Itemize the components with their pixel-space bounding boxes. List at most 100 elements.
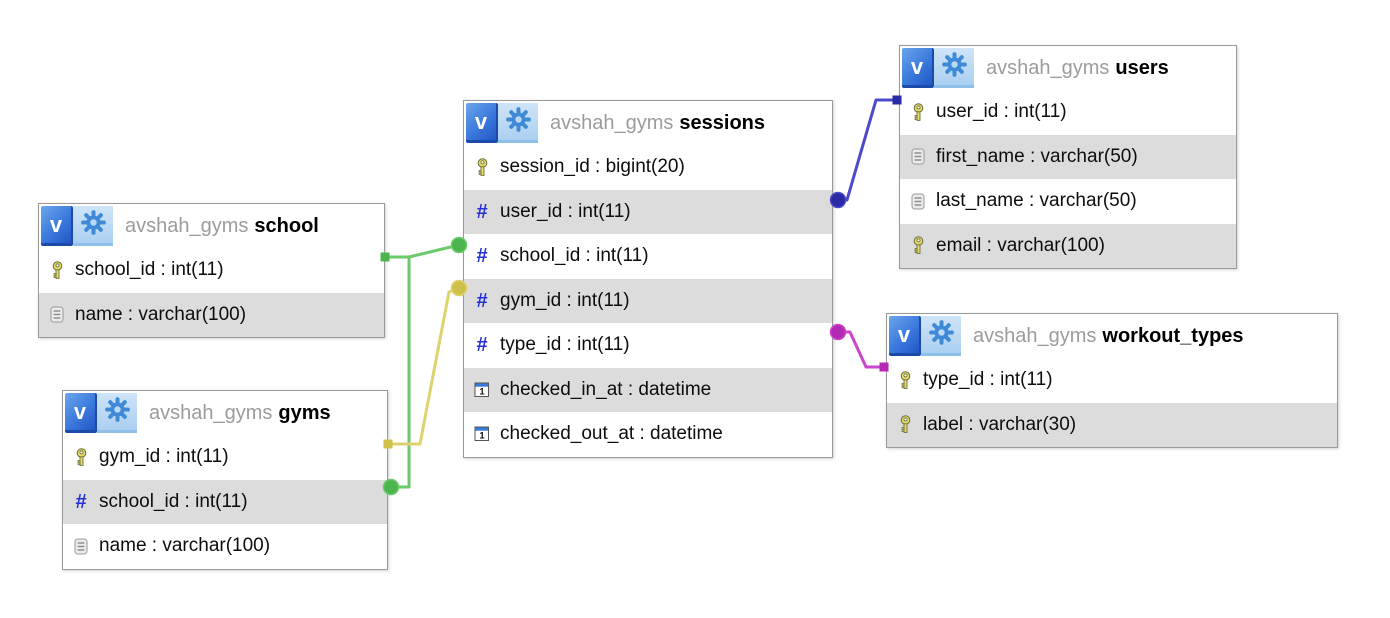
primary-key-icon <box>908 102 928 122</box>
numeric-column-icon: # <box>75 490 87 513</box>
column-row-sessions-checked_in_at[interactable]: 1 checked_in_at : datetime <box>464 367 832 412</box>
column-row-workout_types-label[interactable]: label : varchar(30) <box>887 402 1337 447</box>
column-definition: gym_id : int(11) <box>500 289 630 311</box>
text-column-icon <box>908 148 928 165</box>
column-row-sessions-checked_out_at[interactable]: 1 checked_out_at : datetime <box>464 412 832 457</box>
database-name: avshah_gyms <box>973 324 1097 347</box>
column-row-sessions-session_id[interactable]: session_id : bigint(20) <box>464 145 832 190</box>
svg-text:1: 1 <box>479 431 485 442</box>
table-sessions: v avshah_gyms sessions session_id : bigi… <box>463 100 833 458</box>
column-definition: email : varchar(100) <box>936 234 1105 256</box>
gear-icon <box>104 396 131 428</box>
table-title: avshah_gyms sessions <box>550 112 765 135</box>
text-column-icon <box>71 538 91 555</box>
column-definition: first_name : varchar(50) <box>936 145 1138 167</box>
gear-icon <box>928 319 955 351</box>
table-title: avshah_gyms gyms <box>149 402 331 425</box>
table-name: gyms <box>278 401 331 424</box>
table-school: v avshah_gyms school school_id : int(11)… <box>38 203 385 338</box>
text-column-icon <box>908 193 928 210</box>
column-definition: last_name : varchar(50) <box>936 190 1137 212</box>
toggle-table-button[interactable]: v <box>889 316 921 356</box>
column-definition: user_id : int(11) <box>500 200 631 222</box>
column-definition: label : varchar(30) <box>923 413 1077 435</box>
primary-key-icon <box>895 370 915 390</box>
datetime-column-icon: 1 <box>472 382 492 398</box>
toggle-table-button[interactable]: v <box>466 103 498 143</box>
column-row-users-last_name[interactable]: last_name : varchar(50) <box>900 179 1236 224</box>
rel-sessions-workout_types[interactable] <box>829 323 889 372</box>
column-row-workout_types-type_id[interactable]: type_id : int(11) <box>887 358 1337 403</box>
numeric-column-icon: # <box>476 334 488 357</box>
column-definition: school_id : int(11) <box>99 490 248 512</box>
database-name: avshah_gyms <box>125 214 249 237</box>
column-definition: session_id : bigint(20) <box>500 156 685 178</box>
column-row-gyms-name[interactable]: name : varchar(100) <box>63 524 387 569</box>
rel-sessions-users[interactable] <box>829 95 902 209</box>
database-name: avshah_gyms <box>986 56 1110 79</box>
table-options-button[interactable] <box>934 48 974 88</box>
table-options-button[interactable] <box>921 316 961 356</box>
table-title: avshah_gyms users <box>986 57 1169 80</box>
database-name: avshah_gyms <box>550 111 674 134</box>
column-row-sessions-user_id[interactable]: # user_id : int(11) <box>464 189 832 234</box>
primary-key-icon <box>895 415 915 434</box>
column-row-gyms-gym_id[interactable]: gym_id : int(11) <box>63 435 387 480</box>
primary-key-icon <box>908 236 928 255</box>
table-name: users <box>1115 56 1169 79</box>
column-definition: school_id : int(11) <box>500 245 649 267</box>
table-title: avshah_gyms school <box>125 215 319 238</box>
rel-sessions-gyms[interactable] <box>383 279 468 449</box>
table-workout_types: v avshah_gyms workout_types type_id : in… <box>886 313 1338 448</box>
table-title: avshah_gyms workout_types <box>973 325 1244 348</box>
gear-icon <box>941 51 968 83</box>
table-header[interactable]: v avshah_gyms school <box>39 204 384 248</box>
column-row-school-name[interactable]: name : varchar(100) <box>39 292 384 337</box>
table-options-button[interactable] <box>498 103 538 143</box>
column-row-users-email[interactable]: email : varchar(100) <box>900 223 1236 268</box>
column-definition: type_id : int(11) <box>500 334 630 356</box>
numeric-column-icon: # <box>476 200 488 223</box>
column-definition: checked_out_at : datetime <box>500 423 723 445</box>
table-header[interactable]: v avshah_gyms users <box>900 46 1236 90</box>
column-definition: checked_in_at : datetime <box>500 378 712 400</box>
table-header[interactable]: v avshah_gyms sessions <box>464 101 832 145</box>
svg-text:1: 1 <box>479 386 485 397</box>
column-row-users-user_id[interactable]: user_id : int(11) <box>900 90 1236 135</box>
column-definition: school_id : int(11) <box>75 259 224 281</box>
table-name: school <box>254 214 319 237</box>
column-row-sessions-school_id[interactable]: # school_id : int(11) <box>464 234 832 279</box>
column-row-gyms-school_id[interactable]: # school_id : int(11) <box>63 479 387 524</box>
column-definition: gym_id : int(11) <box>99 446 229 468</box>
column-row-users-first_name[interactable]: first_name : varchar(50) <box>900 134 1236 179</box>
column-definition: user_id : int(11) <box>936 101 1067 123</box>
table-options-button[interactable] <box>73 206 113 246</box>
text-column-icon <box>47 306 67 323</box>
column-definition: type_id : int(11) <box>923 369 1053 391</box>
toggle-table-button[interactable]: v <box>41 206 73 246</box>
column-row-sessions-gym_id[interactable]: # gym_id : int(11) <box>464 278 832 323</box>
table-header[interactable]: v avshah_gyms workout_types <box>887 314 1337 358</box>
gear-icon <box>505 106 532 138</box>
primary-key-icon <box>47 260 67 280</box>
table-name: workout_types <box>1102 324 1244 347</box>
column-definition: name : varchar(100) <box>99 535 271 557</box>
column-definition: name : varchar(100) <box>75 303 247 325</box>
primary-key-icon <box>472 157 492 177</box>
gear-icon <box>80 209 107 241</box>
rel-sessions-school[interactable] <box>380 236 468 262</box>
numeric-column-icon: # <box>476 245 488 268</box>
datetime-column-icon: 1 <box>472 426 492 442</box>
toggle-table-button[interactable]: v <box>65 393 97 433</box>
column-row-sessions-type_id[interactable]: # type_id : int(11) <box>464 323 832 368</box>
primary-key-icon <box>71 447 91 467</box>
table-header[interactable]: v avshah_gyms gyms <box>63 391 387 435</box>
database-name: avshah_gyms <box>149 401 273 424</box>
table-users: v avshah_gyms users user_id : int(11) fi… <box>899 45 1237 269</box>
column-row-school-school_id[interactable]: school_id : int(11) <box>39 248 384 293</box>
table-name: sessions <box>679 111 766 134</box>
numeric-column-icon: # <box>476 289 488 312</box>
table-options-button[interactable] <box>97 393 137 433</box>
toggle-table-button[interactable]: v <box>902 48 934 88</box>
table-gyms: v avshah_gyms gyms gym_id : int(11) # sc… <box>62 390 388 570</box>
